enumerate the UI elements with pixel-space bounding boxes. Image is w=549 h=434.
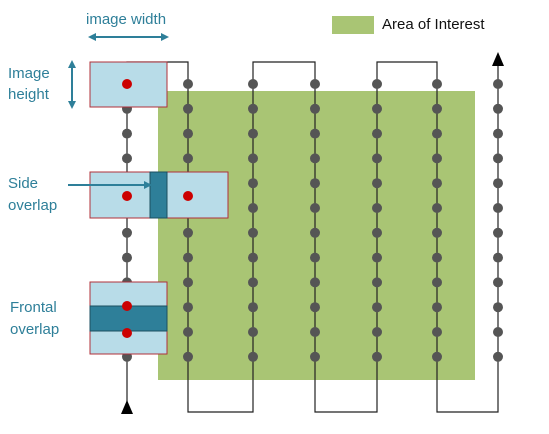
capture-point bbox=[248, 103, 258, 114]
capture-point bbox=[493, 351, 503, 362]
image-height-label-line1: Image bbox=[8, 65, 50, 82]
capture-point bbox=[310, 302, 320, 313]
capture-point bbox=[372, 128, 382, 139]
image-center-side-left bbox=[122, 191, 132, 201]
capture-point bbox=[493, 153, 503, 164]
capture-point bbox=[432, 128, 442, 139]
image-width-label: image width bbox=[86, 11, 167, 28]
capture-point bbox=[493, 203, 503, 213]
capture-point bbox=[432, 277, 442, 288]
capture-point bbox=[310, 79, 320, 89]
capture-point bbox=[372, 178, 382, 189]
capture-point bbox=[432, 327, 442, 337]
capture-point bbox=[372, 277, 382, 288]
capture-point bbox=[183, 327, 193, 337]
capture-point bbox=[493, 178, 503, 189]
capture-point bbox=[432, 302, 442, 313]
capture-point bbox=[372, 327, 382, 337]
capture-points bbox=[122, 79, 503, 362]
frontal-overlap-label-line2: overlap bbox=[10, 321, 60, 338]
capture-point bbox=[310, 203, 320, 213]
capture-point bbox=[310, 103, 320, 114]
capture-point bbox=[493, 327, 503, 337]
side-overlap-label-line2: overlap bbox=[8, 197, 58, 214]
capture-point bbox=[372, 302, 382, 313]
capture-point bbox=[310, 128, 320, 139]
capture-point bbox=[493, 252, 503, 263]
capture-point bbox=[493, 227, 503, 238]
capture-point bbox=[183, 128, 193, 139]
capture-point bbox=[183, 153, 193, 164]
capture-point bbox=[248, 302, 258, 313]
capture-point bbox=[122, 153, 132, 164]
capture-point bbox=[248, 327, 258, 337]
capture-point bbox=[248, 153, 258, 164]
capture-point bbox=[493, 277, 503, 288]
capture-point bbox=[432, 227, 442, 238]
frontal-overlap-label-line1: Frontal bbox=[10, 299, 57, 316]
capture-point bbox=[183, 302, 193, 313]
capture-point bbox=[493, 128, 503, 139]
end-marker-icon bbox=[492, 52, 504, 66]
capture-point bbox=[372, 79, 382, 89]
legend-label: Area of Interest bbox=[382, 16, 485, 33]
capture-point bbox=[248, 351, 258, 362]
capture-point bbox=[432, 79, 442, 89]
capture-point bbox=[183, 227, 193, 238]
image-center-frontal-bottom bbox=[122, 328, 132, 338]
side-overlap-region bbox=[149, 171, 168, 219]
side-overlap-label-line1: Side bbox=[8, 175, 39, 192]
capture-point bbox=[310, 277, 320, 288]
capture-point bbox=[122, 128, 132, 139]
capture-point bbox=[183, 252, 193, 263]
capture-point bbox=[372, 252, 382, 263]
legend-swatch bbox=[332, 16, 374, 34]
capture-point bbox=[432, 203, 442, 213]
capture-point bbox=[432, 178, 442, 189]
capture-point bbox=[493, 79, 503, 89]
capture-point bbox=[310, 153, 320, 164]
capture-point bbox=[372, 351, 382, 362]
image-center-top bbox=[122, 79, 132, 89]
start-marker-icon bbox=[121, 400, 133, 414]
capture-point bbox=[432, 153, 442, 164]
image-height-label-line2: height bbox=[8, 86, 49, 103]
capture-point bbox=[372, 227, 382, 238]
capture-point bbox=[432, 252, 442, 263]
capture-point bbox=[248, 203, 258, 213]
capture-point bbox=[183, 351, 193, 362]
capture-point bbox=[310, 351, 320, 362]
capture-point bbox=[248, 252, 258, 263]
capture-point bbox=[248, 277, 258, 288]
capture-point bbox=[183, 103, 193, 114]
image-center-side-right bbox=[183, 191, 193, 201]
capture-point bbox=[183, 277, 193, 288]
image-center-frontal-top bbox=[122, 301, 132, 311]
capture-point bbox=[432, 103, 442, 114]
capture-point bbox=[310, 227, 320, 238]
capture-point bbox=[310, 327, 320, 337]
capture-point bbox=[183, 79, 193, 89]
capture-point bbox=[248, 128, 258, 139]
capture-point bbox=[122, 227, 132, 238]
capture-point bbox=[122, 252, 132, 263]
capture-point bbox=[310, 252, 320, 263]
capture-point bbox=[248, 178, 258, 189]
capture-point bbox=[248, 79, 258, 89]
capture-point bbox=[493, 103, 503, 114]
capture-point bbox=[372, 203, 382, 213]
image-footprint-top bbox=[89, 61, 168, 108]
capture-point bbox=[432, 351, 442, 362]
capture-point bbox=[372, 103, 382, 114]
capture-point bbox=[248, 227, 258, 238]
capture-point bbox=[493, 302, 503, 313]
capture-point bbox=[372, 153, 382, 164]
capture-point bbox=[310, 178, 320, 189]
